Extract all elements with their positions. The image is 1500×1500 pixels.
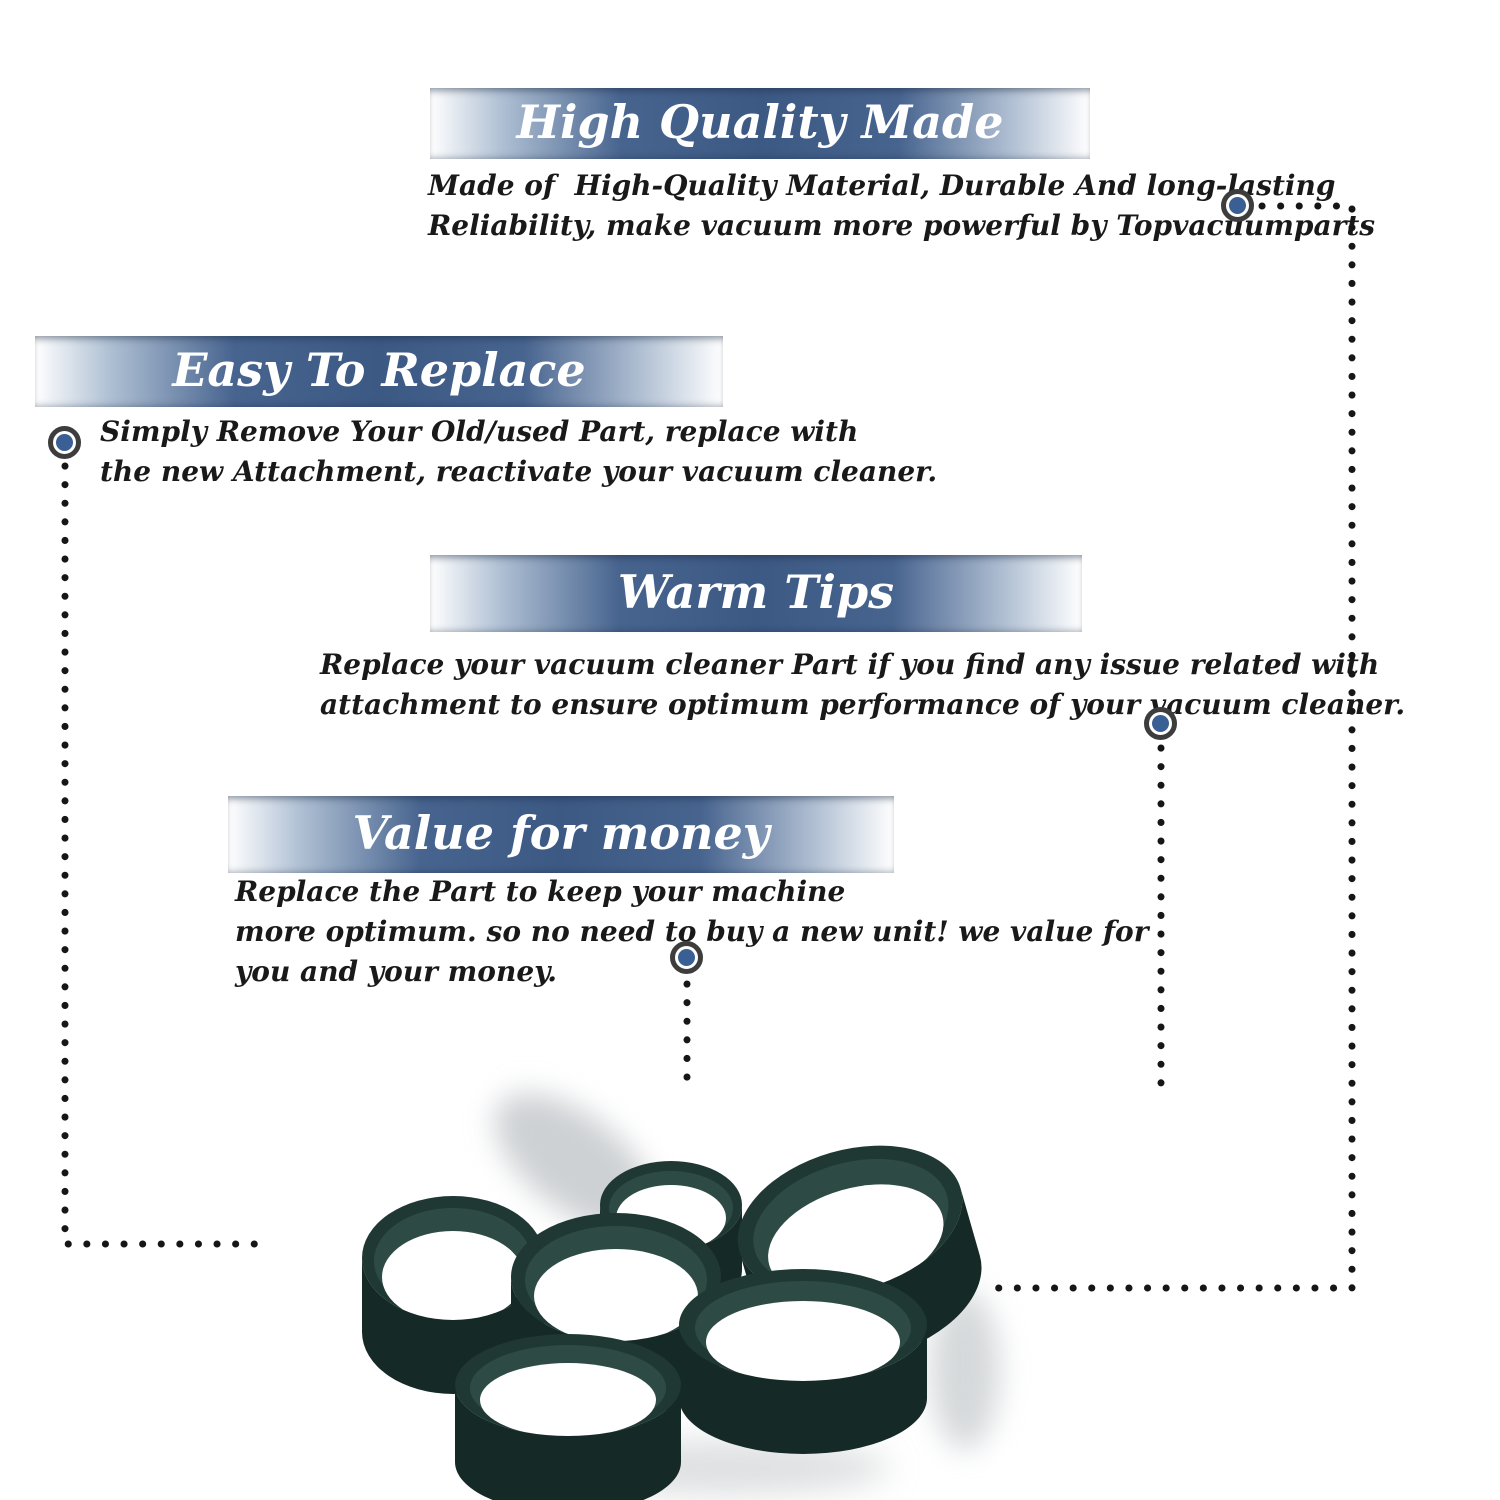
paragraph-line: Simply Remove Your Old/used Part, replac…: [100, 415, 859, 448]
banner-warm-tips: Warm Tips: [430, 555, 1082, 632]
paragraph-line: you and your money.: [235, 955, 557, 988]
marker-dot-icon: [1152, 715, 1169, 732]
callout-marker-icon: [670, 941, 703, 974]
paragraph-line: the new Attachment, reactivate your vacu…: [100, 455, 938, 488]
banner-title: Value for money: [352, 805, 770, 860]
paragraph-line: more optimum. so no need to buy a new un…: [235, 915, 1149, 948]
paragraph-line: Replace your vacuum cleaner Part if you …: [320, 648, 1380, 681]
vacuum-belt: [511, 1213, 721, 1418]
callout-line-high-quality: [994, 202, 1356, 1292]
callout-line-easy-replace: [61, 462, 262, 1248]
vacuum-belt: [362, 1196, 544, 1394]
paragraph-line: Made of High-Quality Material, Durable A…: [428, 169, 1336, 202]
banner-title: Easy To Replace: [172, 342, 586, 397]
vacuum-belt: [455, 1334, 681, 1500]
vacuum-belt: [679, 1269, 927, 1454]
callout-marker-icon: [1221, 189, 1254, 222]
paragraph-high-quality: Made of High-Quality Material, Durable A…: [428, 166, 1375, 246]
marker-dot-icon: [678, 949, 695, 966]
callout-marker-icon: [48, 426, 81, 459]
marker-dot-icon: [1229, 197, 1246, 214]
callout-marker-icon: [1144, 707, 1177, 740]
banner-value-for-money: Value for money: [228, 796, 894, 873]
paragraph-easy-to-replace: Simply Remove Your Old/used Part, replac…: [100, 412, 937, 492]
banner-high-quality-made: High Quality Made: [430, 88, 1090, 159]
banner-easy-to-replace: Easy To Replace: [35, 336, 723, 407]
marker-dot-icon: [56, 434, 73, 451]
paragraph-value-for-money: Replace the Part to keep your machine mo…: [235, 872, 1149, 992]
banner-title: Warm Tips: [617, 564, 895, 619]
banner-title: High Quality Made: [516, 94, 1004, 149]
paragraph-line: Replace the Part to keep your machine: [235, 875, 846, 908]
